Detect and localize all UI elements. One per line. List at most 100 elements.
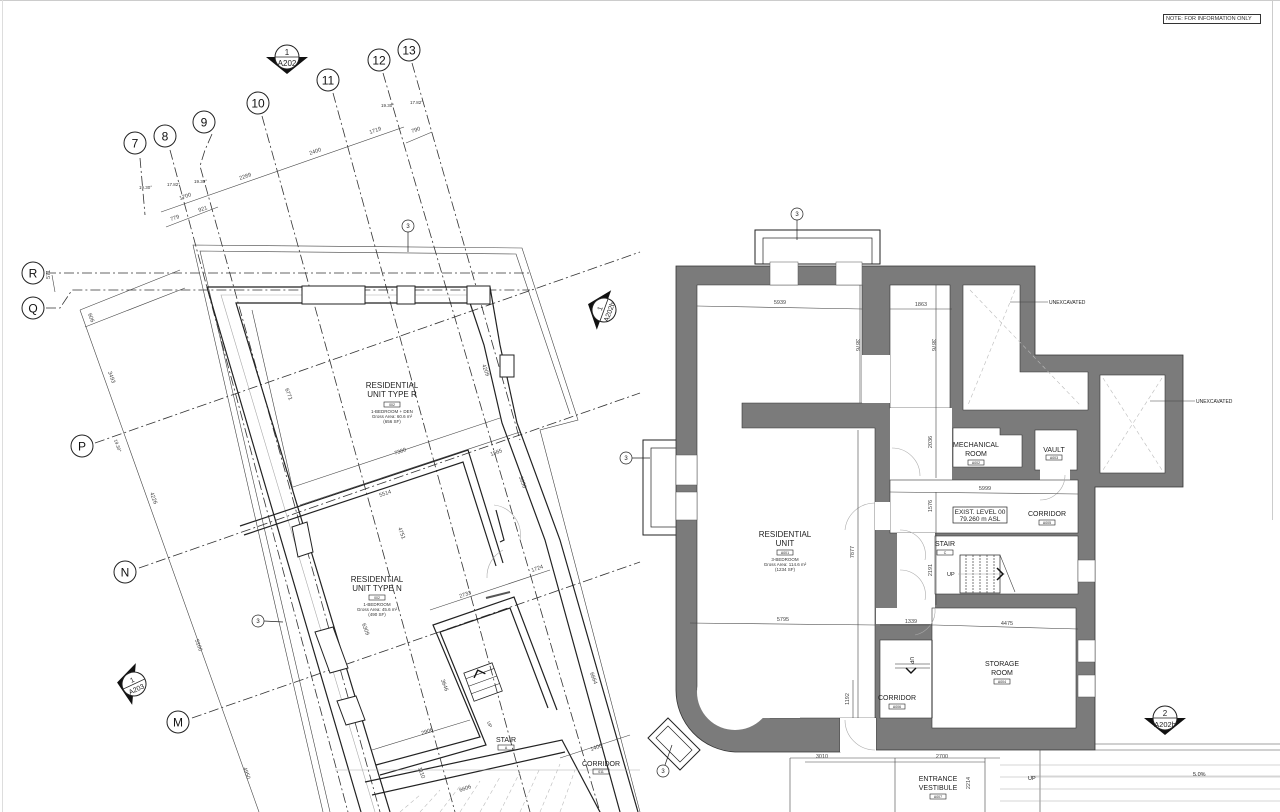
grid-bubble-12: 12 (367, 48, 391, 72)
grid-bubble-Q: Q (21, 296, 45, 320)
dimension-value: 3010 (816, 754, 828, 760)
grid-bubble-8: 8 (153, 124, 177, 148)
section-number: 1 (597, 306, 605, 312)
room-label-residential-unit[interactable]: RESIDENTIAL UNIT A001 3-BEDROOM Gross Ar… (759, 530, 812, 572)
stair-up-label: UP (947, 572, 955, 578)
grid-line-N (138, 392, 641, 569)
grid-label: 10 (251, 97, 265, 111)
dimension-value: 3876 (854, 339, 860, 351)
angle-label: 19.30° (139, 185, 152, 190)
room-name: ENTRANCE (919, 776, 958, 783)
dimension-value: 3646 (439, 679, 449, 693)
right-building: 3 3 3 (619, 207, 1280, 812)
callout-3[interactable]: 3 (790, 207, 804, 240)
room-label-unit-type-n[interactable]: RESIDENTIAL UNIT TYPE N 002 1-BEDROOM Gr… (351, 575, 404, 617)
room-label-storage[interactable]: STORAGE ROOM A004 (985, 661, 1019, 685)
dimension-value: 921 (198, 205, 209, 214)
stair-up-label: UP (486, 721, 493, 729)
dimension-value: 1700 (179, 192, 193, 202)
dimension-value: 2214 (966, 777, 972, 789)
window (336, 695, 366, 726)
window (301, 285, 366, 305)
grid-line-11 (332, 92, 531, 812)
window (675, 491, 698, 521)
dimension-value: 1406 (590, 743, 604, 753)
room-name: STAIR (496, 737, 516, 744)
room-name: CORRIDOR (878, 695, 916, 702)
angle-labels: 19.30° 17.82° 19.30° 19.30° 17.82° 19.30… (113, 100, 423, 453)
room-label-corridor-lower[interactable]: CORRIDOR A006 (878, 695, 916, 710)
stair-right (958, 554, 1016, 594)
grid-label: 12 (372, 54, 386, 68)
wall-core-line (220, 294, 480, 812)
callout-3[interactable]: 3 (656, 744, 673, 778)
callout-3[interactable]: 3 (251, 614, 284, 628)
window (1077, 639, 1096, 663)
door-swing (486, 549, 504, 579)
grid-label: R (29, 267, 38, 281)
grid-label: 7 (132, 137, 139, 151)
exterior-wall-inner (235, 302, 621, 812)
window (396, 285, 416, 305)
sheet-border-top (0, 0, 1280, 1)
stair-room-wall-inner (379, 607, 549, 776)
ramp-up-label: UP (1028, 776, 1036, 782)
room-label-corridor-upper[interactable]: CORRIDOR A005 (1028, 511, 1066, 526)
section-number: 2 (1163, 709, 1168, 718)
dimension-value: 2733 (459, 590, 473, 600)
window (1077, 559, 1096, 583)
grid-line-8 (169, 149, 349, 812)
room-label-stair-c[interactable]: STAIR C UP (935, 541, 955, 578)
room-label-mechanical[interactable]: MECHANICAL ROOM A002 (953, 442, 999, 466)
dimension-value: 606 (86, 313, 95, 324)
room-tag: A006 (893, 705, 901, 709)
partition-wall-inner (243, 461, 497, 567)
dimension-value: 5514 (379, 489, 393, 499)
window (1077, 674, 1096, 698)
window (291, 521, 314, 558)
room-label-unit-type-r[interactable]: RESIDENTIAL UNIT TYPE R 002 1-BEDROOM + … (366, 381, 419, 424)
room-upper-passage (889, 284, 951, 409)
level-name: EXIST. LEVEL 00 (955, 509, 1006, 516)
room-type: 1-BEDROOM + DEN (371, 409, 413, 414)
dimension-value: 4226 (148, 492, 158, 506)
right-dimension-values: 5939 1863 3876 3876 2036 5999 1576 7877 … (774, 300, 1013, 789)
room-tag: 002 (374, 596, 380, 600)
dimension-value: 1724 (531, 564, 545, 574)
room-label-corridor-left[interactable]: CORRIDOR 011 (582, 761, 620, 775)
dimension-value: 2191 (928, 564, 934, 576)
dimension-value: 1565 (490, 448, 504, 458)
door-swing (899, 569, 926, 601)
window (314, 626, 349, 674)
room-tag: A005 (1043, 521, 1051, 525)
grid-label: 8 (162, 130, 169, 144)
corridor-wall-inner (371, 751, 566, 796)
room-residential-unit (696, 284, 876, 719)
room-label-vestibule[interactable]: ENTRANCE VESTIBULE A007 (919, 776, 958, 800)
room-name: VESTIBULE (919, 785, 958, 792)
unexcavated-area-1 (962, 284, 1089, 411)
sheet-border-left (2, 0, 3, 812)
dimension-value: 2700 (936, 754, 948, 760)
section-marker-a203[interactable]: 1 A203 (100, 655, 153, 711)
room-name: RESIDENTIAL (351, 575, 404, 584)
dimension-value: 7877 (850, 546, 856, 558)
room-tag: 002 (389, 403, 395, 407)
grid-bubble-11: 11 (316, 68, 340, 92)
callout-3[interactable]: 3 (401, 219, 415, 252)
grid-label: 11 (322, 74, 335, 88)
room-label-stair-a[interactable]: STAIR A (496, 737, 516, 751)
door-swing (844, 719, 876, 751)
unexcavated-label: UNEXCAVATED (1049, 300, 1086, 306)
room-label-vault[interactable]: VAULT A003 (1043, 447, 1065, 461)
callout-3[interactable]: 3 (619, 451, 650, 465)
stair-arrow-icon (996, 567, 1005, 581)
room-name: UNIT TYPE R (367, 390, 417, 399)
section-marker-a202b-lower[interactable]: 2 A202b (1144, 705, 1186, 735)
section-marker-a202b-upper[interactable]: 1 A202b (581, 284, 623, 333)
section-marker-a202[interactable]: 1 A202 (266, 44, 308, 74)
room-type: 1-BEDROOM (363, 602, 391, 607)
room-vault (1034, 429, 1078, 471)
unexcavated-label: UNEXCAVATED (1196, 399, 1233, 405)
